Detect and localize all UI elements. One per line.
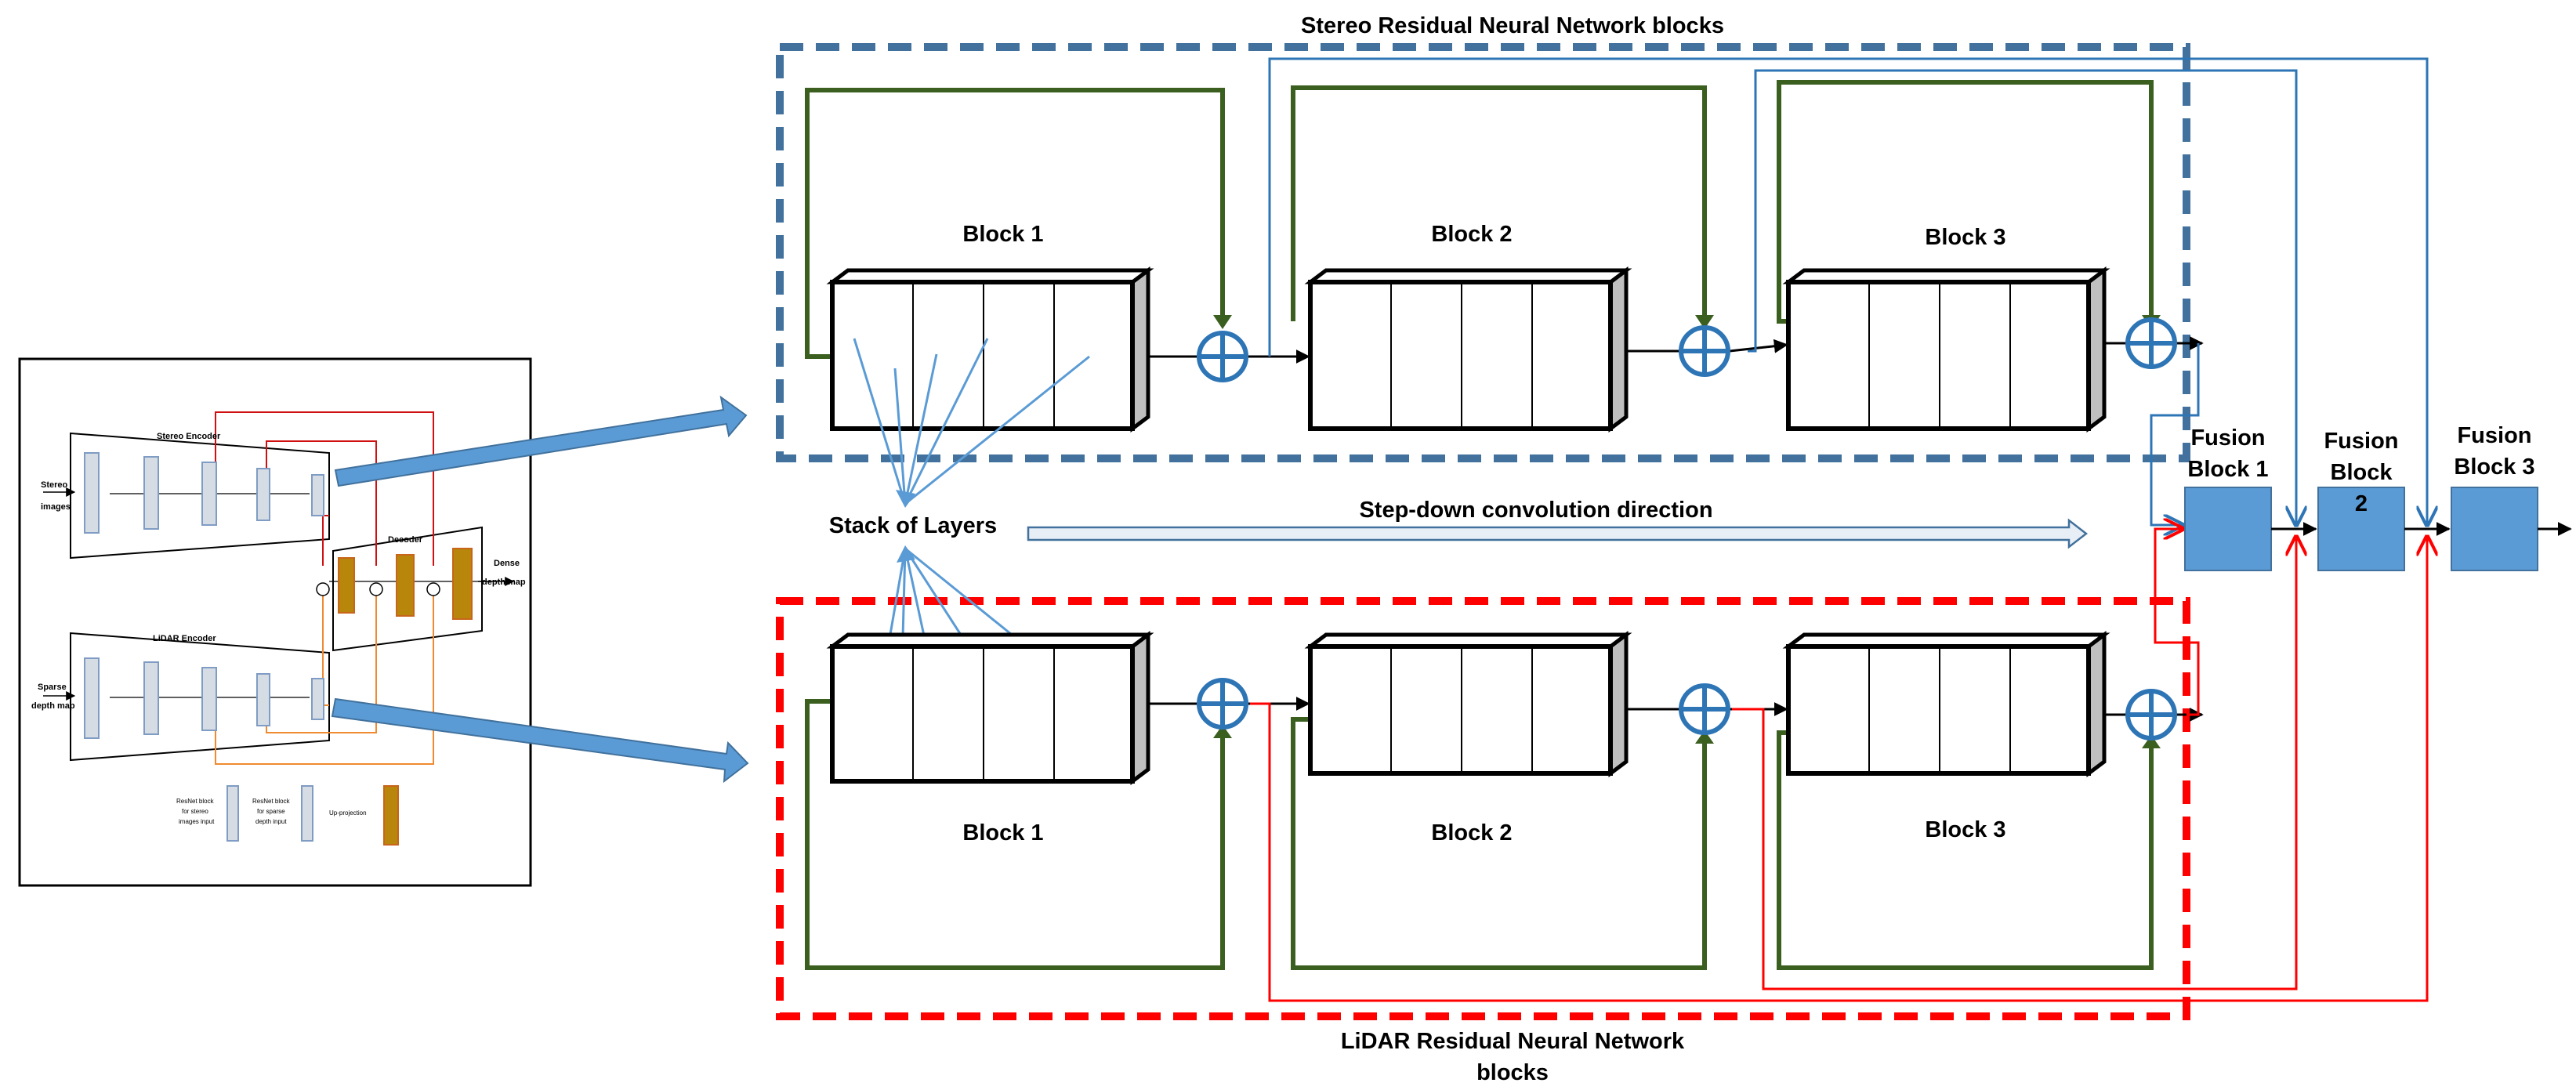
lidar-sum-1-icon <box>1197 678 1248 730</box>
thumb-legend-stereo-2: for stereo <box>182 808 208 815</box>
lidar-region-title-line2: blocks <box>1476 1060 1549 1085</box>
stereo-block-2: Block 2 <box>1304 222 1632 433</box>
fusion-block-2-line3: 2 <box>2355 491 2368 516</box>
fusion-block-1 <box>2184 487 2272 571</box>
lidar-sum-2-icon <box>1679 683 1730 735</box>
fusion-block-3-line2: Block 3 <box>2454 454 2534 480</box>
lidar-big-arrow <box>331 697 749 784</box>
stereo-block-3-label: Block 3 <box>1925 225 2005 250</box>
thumb-legend-up: Up-projection <box>329 809 367 817</box>
stereo-big-arrow <box>334 395 748 487</box>
fusion-section: Fusion Block 1 Fusion Block 2 Fusion Blo… <box>2184 423 2572 571</box>
thumb-stereo-encoder: Stereo Encoder <box>157 432 221 441</box>
stereo-block-1-label: Block 1 <box>962 222 1043 247</box>
lidar-block-2: Block 2 <box>1304 631 1632 846</box>
stereo-block-1: Block 1 <box>826 222 1154 433</box>
lidar-block-2-label: Block 2 <box>1431 820 1512 846</box>
fusion-block-3-line1: Fusion <box>2457 423 2531 448</box>
lidar-block-1-label: Block 1 <box>962 820 1043 846</box>
thumb-stereo-images-1: Stereo <box>41 480 68 490</box>
thumb-sparse-1: Sparse <box>38 683 67 692</box>
lidar-block-1: Block 1 <box>826 631 1154 846</box>
thumb-stereo-images-2: images <box>41 502 71 512</box>
lidar-row: Block 1 Block 2 Block 3 <box>805 529 2427 1002</box>
lidar-region-title-line1: LiDAR Residual Neural Network <box>1341 1029 1685 1054</box>
thumb-lidar-encoder: LiDAR Encoder <box>153 634 216 643</box>
stereo-region-title: Stereo Residual Neural Network blocks <box>1301 13 1724 38</box>
fusion-block-2-line2: Block <box>2331 460 2393 485</box>
lidar-sum-nodes <box>1197 678 2177 741</box>
stereo-region-box <box>776 43 2190 462</box>
thumb-decoder: Decoder <box>388 535 423 545</box>
stack-of-layers-label: Stack of Layers <box>829 513 997 538</box>
thumb-legend-stereo-3: images input <box>179 818 215 825</box>
thumb-sparse-2: depth map <box>31 701 75 711</box>
thumb-legend-sparse-3: depth input <box>255 818 287 825</box>
fusion-block-2-line1: Fusion <box>2324 429 2398 454</box>
stereo-row: Block 1 Block 2 Block 3 <box>805 57 2427 525</box>
lidar-sum-3-icon <box>2125 689 2177 741</box>
thumb-legend-sparse-1: ResNet block <box>252 798 291 805</box>
thumb-dense-1: Dense <box>494 559 520 568</box>
stereo-sum-1-icon <box>1197 331 1248 382</box>
step-down-direction-label: Step-down convolution direction <box>1359 498 1712 523</box>
fusion-block-1-line1: Fusion <box>2190 425 2265 451</box>
stereo-block-3: Block 3 <box>1782 225 2110 433</box>
thumb-legend-stereo-1: ResNet block <box>176 798 215 805</box>
lidar-block-3-label: Block 3 <box>1925 817 2005 842</box>
stereo-block-2-label: Block 2 <box>1431 222 1512 247</box>
lidar-region-box <box>776 597 2190 1020</box>
fusion-block-1-line2: Block 1 <box>2187 457 2268 482</box>
stereo-sum-nodes <box>1197 317 2177 382</box>
architecture-thumbnail: Stereo Encoder Stereo images LiDAR Encod… <box>18 357 532 887</box>
thumb-legend-sparse-2: for sparse <box>257 808 285 815</box>
stereo-sum-2-icon <box>1679 325 1730 377</box>
lidar-block-3: Block 3 <box>1782 631 2110 842</box>
fusion-block-3 <box>2451 487 2538 571</box>
thumbnail-to-region-arrows <box>331 395 749 784</box>
stereo-sum-3-icon <box>2125 317 2177 369</box>
thumb-dense-2: depth map <box>482 578 526 587</box>
step-down-direction-arrow <box>1027 518 2089 549</box>
